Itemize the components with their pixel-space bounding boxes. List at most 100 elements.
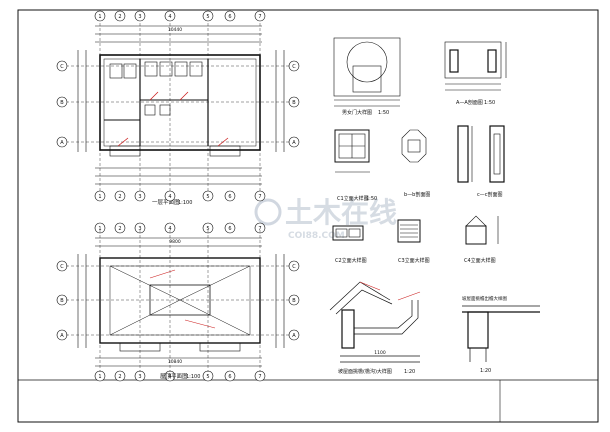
grid-col-top-6-bubble [224, 10, 236, 22]
c1-scale: 1:50 [366, 196, 377, 202]
grid-row-right-lower-0-label: C [292, 264, 296, 270]
grid-row-right-upper-0-label: C [292, 64, 296, 70]
grid-col-top2-5-label: 5 [206, 226, 209, 232]
grid-row-right-upper-2-label: A [292, 140, 296, 146]
grid-col-bottom2-7-label: 7 [258, 374, 261, 380]
eave-scale: 1:20 [404, 369, 415, 375]
grid-col-top2-1-label: 1 [98, 226, 101, 232]
grid-col-bottom-4-label: 4 [168, 194, 171, 200]
eave-detail [329, 281, 420, 363]
grid-col-top-5-bubble [202, 10, 214, 22]
watermark-logo-icon [254, 198, 282, 226]
grid-row-right-upper-0-bubble [288, 60, 300, 72]
grid-col-bottom-6-label: 6 [228, 194, 231, 200]
aa-section-scale: 1:50 [484, 100, 495, 106]
grid-col-top-1-bubble [94, 10, 106, 22]
grid-col-top-2-bubble [114, 10, 126, 22]
grid-col-top2-7-label: 7 [258, 226, 261, 232]
grid-col-bottom-3-label: 3 [138, 194, 141, 200]
grid-row-left-lower-1-label: B [60, 298, 64, 304]
lower-plan-dim-label: 9800 [169, 239, 181, 245]
roof-plan-title: 屋顶平面图 [160, 372, 188, 380]
grid-col-top2-2-bubble [114, 222, 126, 234]
grid-col-top-4-bubble [164, 10, 176, 22]
grid-col-bottom-3-bubble [134, 190, 146, 202]
grid-col-bottom2-4-label: 4 [168, 374, 171, 380]
eave-detail-red-marks [359, 281, 421, 301]
c1-elevation [334, 129, 370, 173]
grid-col-bottom-4-bubble [164, 190, 176, 202]
grid-row-left-upper-1-bubble [56, 96, 68, 108]
watermark: 土木在线 COI88.COM [254, 196, 397, 241]
c4-elevation [465, 215, 499, 245]
grid-col-top2-4-label: 4 [168, 226, 171, 232]
grid-col-bottom-7-label: 7 [258, 194, 261, 200]
grid-col-top-3-label: 3 [138, 14, 141, 20]
first-floor-plan [66, 18, 290, 192]
c3-title: C3立面大样图 [398, 257, 430, 264]
grid-row-right-upper-2-bubble [288, 136, 300, 148]
grid-col-bottom2-2-label: 2 [118, 374, 121, 380]
grid-row-left-upper-2-bubble [56, 136, 68, 148]
grid-row-left-lower-2-label: A [60, 333, 64, 339]
door-detail [333, 37, 401, 107]
grid-col-bottom2-6-bubble [224, 370, 236, 382]
grid-row-right-upper-1-bubble [288, 96, 300, 108]
grid-row-right-lower-1-label: B [292, 298, 296, 304]
grid-row-right-lower-2-label: A [292, 333, 296, 339]
c3-elevation [397, 219, 421, 243]
aa-section [444, 41, 507, 91]
watermark-sub: COI88.COM [288, 231, 345, 241]
grid-col-top2-6-bubble [224, 222, 236, 234]
grid-col-top-6-label: 6 [228, 14, 231, 20]
door-detail-title: 男女门大样图 [342, 109, 372, 116]
lower-plan-bottom-label: 10840 [168, 359, 182, 365]
grid-col-bottom2-6-label: 6 [228, 374, 231, 380]
c2-elevation [332, 225, 364, 241]
grid-col-bottom2-1-label: 1 [98, 374, 101, 380]
grid-col-bottom-2-label: 2 [118, 194, 121, 200]
grid-col-top-5-label: 5 [206, 14, 209, 20]
grid-col-top2-2-label: 2 [118, 226, 121, 232]
upper-plan-scale: 1:100 [178, 200, 192, 206]
bb-section [401, 129, 427, 163]
eave-dim: 1100 [374, 350, 386, 356]
c4-title: C4立面大样图 [464, 257, 496, 264]
grid-col-top-7-label: 7 [258, 14, 261, 20]
grid-col-top2-6-label: 6 [228, 226, 231, 232]
grid-col-bottom-5-bubble [202, 190, 214, 202]
watermark-text: 土木在线 [285, 196, 397, 229]
grid-row-left-upper-0-label: C [60, 64, 64, 70]
cc-section [457, 125, 505, 183]
c1-title: C1立面大样图 [337, 195, 369, 202]
grid-col-top-1-label: 1 [98, 14, 101, 20]
bb-section-title: b—b剖面图 [404, 191, 430, 198]
grid-col-bottom2-5-label: 5 [206, 374, 209, 380]
roof-plan [66, 230, 290, 372]
door-detail-scale: 1:50 [378, 110, 389, 116]
grid-col-top-3-bubble [134, 10, 146, 22]
grid-col-bottom-2-bubble [114, 190, 126, 202]
grid-col-top-2-label: 2 [118, 14, 121, 20]
grid-col-top2-3-label: 3 [138, 226, 141, 232]
grid-col-bottom-1-label: 1 [98, 194, 101, 200]
parapet-title: 坡屋面挑檐出檐大样图 [462, 295, 507, 302]
parapet-scale: 1:20 [480, 368, 491, 374]
aa-section-title: A—A剖面图 [456, 99, 483, 106]
grid-col-bottom-6-bubble [224, 190, 236, 202]
grid-row-left-upper-2-label: A [60, 140, 64, 146]
roof-plan-scale: 1:100 [186, 374, 200, 380]
cc-section-title: c—c剖面图 [477, 191, 503, 198]
grid-col-bottom-5-label: 5 [206, 194, 209, 200]
grid-col-bottom2-2-bubble [114, 370, 126, 382]
parapet-detail [462, 305, 540, 362]
eave-title: 坡屋面挑檐(檐沟)大样图 [338, 368, 392, 375]
grid-col-bottom-1-bubble [94, 190, 106, 202]
c2-title: C2立面大样图 [335, 257, 367, 264]
grid-row-left-upper-1-label: B [60, 100, 64, 106]
sheet-frame [17, 9, 599, 423]
upper-plan-width-label: 10440 [168, 27, 182, 33]
